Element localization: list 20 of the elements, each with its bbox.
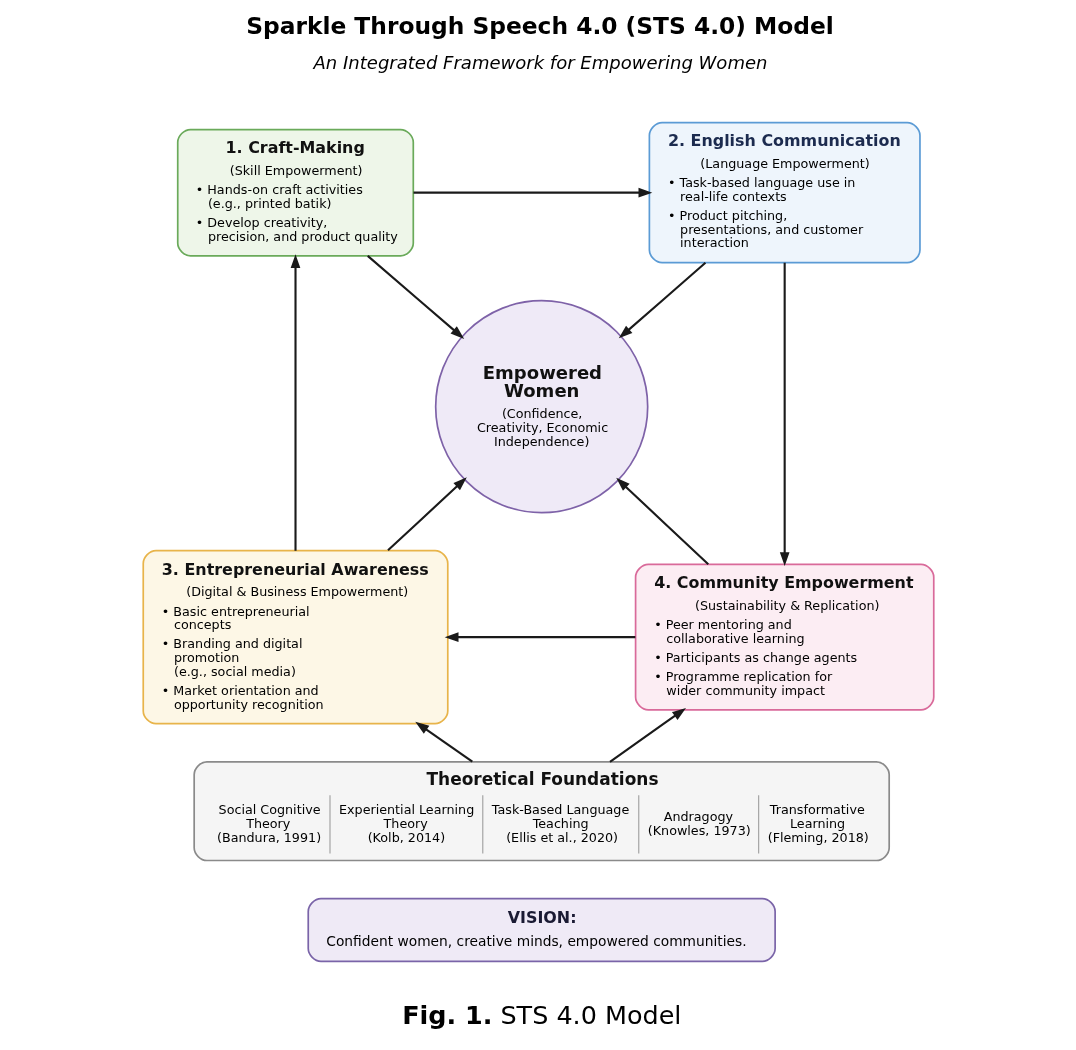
node-box: Theoretical Foundations Social Cognitive Theory (Bandura, 1991) Experiential Learning Theory (Kolb, 2014) Task-Based Language Teaching (Ellis et al., 2020) Andragogy (Knowles, 1973) Transformative Learning (Fleming, 2018): [192, 761, 890, 862]
arrow: [290, 254, 300, 551]
node-box: VISION: Confident women, creative minds, empowered communities.: [306, 897, 776, 963]
arrow: [366, 255, 464, 339]
arrow: [414, 721, 473, 763]
label: An Integrated Framework for Empowering Women: [313, 51, 767, 73]
node-box: 1. Craft-Making (Skill Empowerment) • Hands-on craft activities (e.g., printed batik) • Develop creativity, precision, and product quality: [176, 128, 414, 257]
arrow: [779, 262, 789, 567]
diagram-title: Sparkle Through Speech 4.0 (STS 4.0) Model: [245, 12, 834, 41]
node-circle: Empowered Women (Confidence, Creativity, Economic Independence): [434, 299, 649, 514]
arrow: [413, 187, 652, 198]
arrow: [608, 708, 686, 763]
caption: Fig. 1. STS 4.0 Model: [401, 1000, 681, 1031]
node-box: 2. English Communication (Language Empowerment) • Task-based language use in real-life contexts • Product pitching, presentations, and customer interaction: [648, 121, 921, 264]
node-box: 4. Community Empowerment (Sustainability & Replication) • Peer mentoring and collaborative learning • Participants as change agents • Programme replication for wider community impact: [634, 563, 935, 711]
arrow: [386, 477, 467, 552]
node-box: 3. Entrepreneurial Awareness (Digital & Business Empowerment) • Basic entrepreneurial concepts • Branding and digital promotion (e.g., social media) • Market orientation and opportunity recognition: [141, 549, 449, 725]
arrow: [618, 262, 706, 339]
arrow: [615, 477, 709, 566]
arrow: [444, 632, 635, 642]
